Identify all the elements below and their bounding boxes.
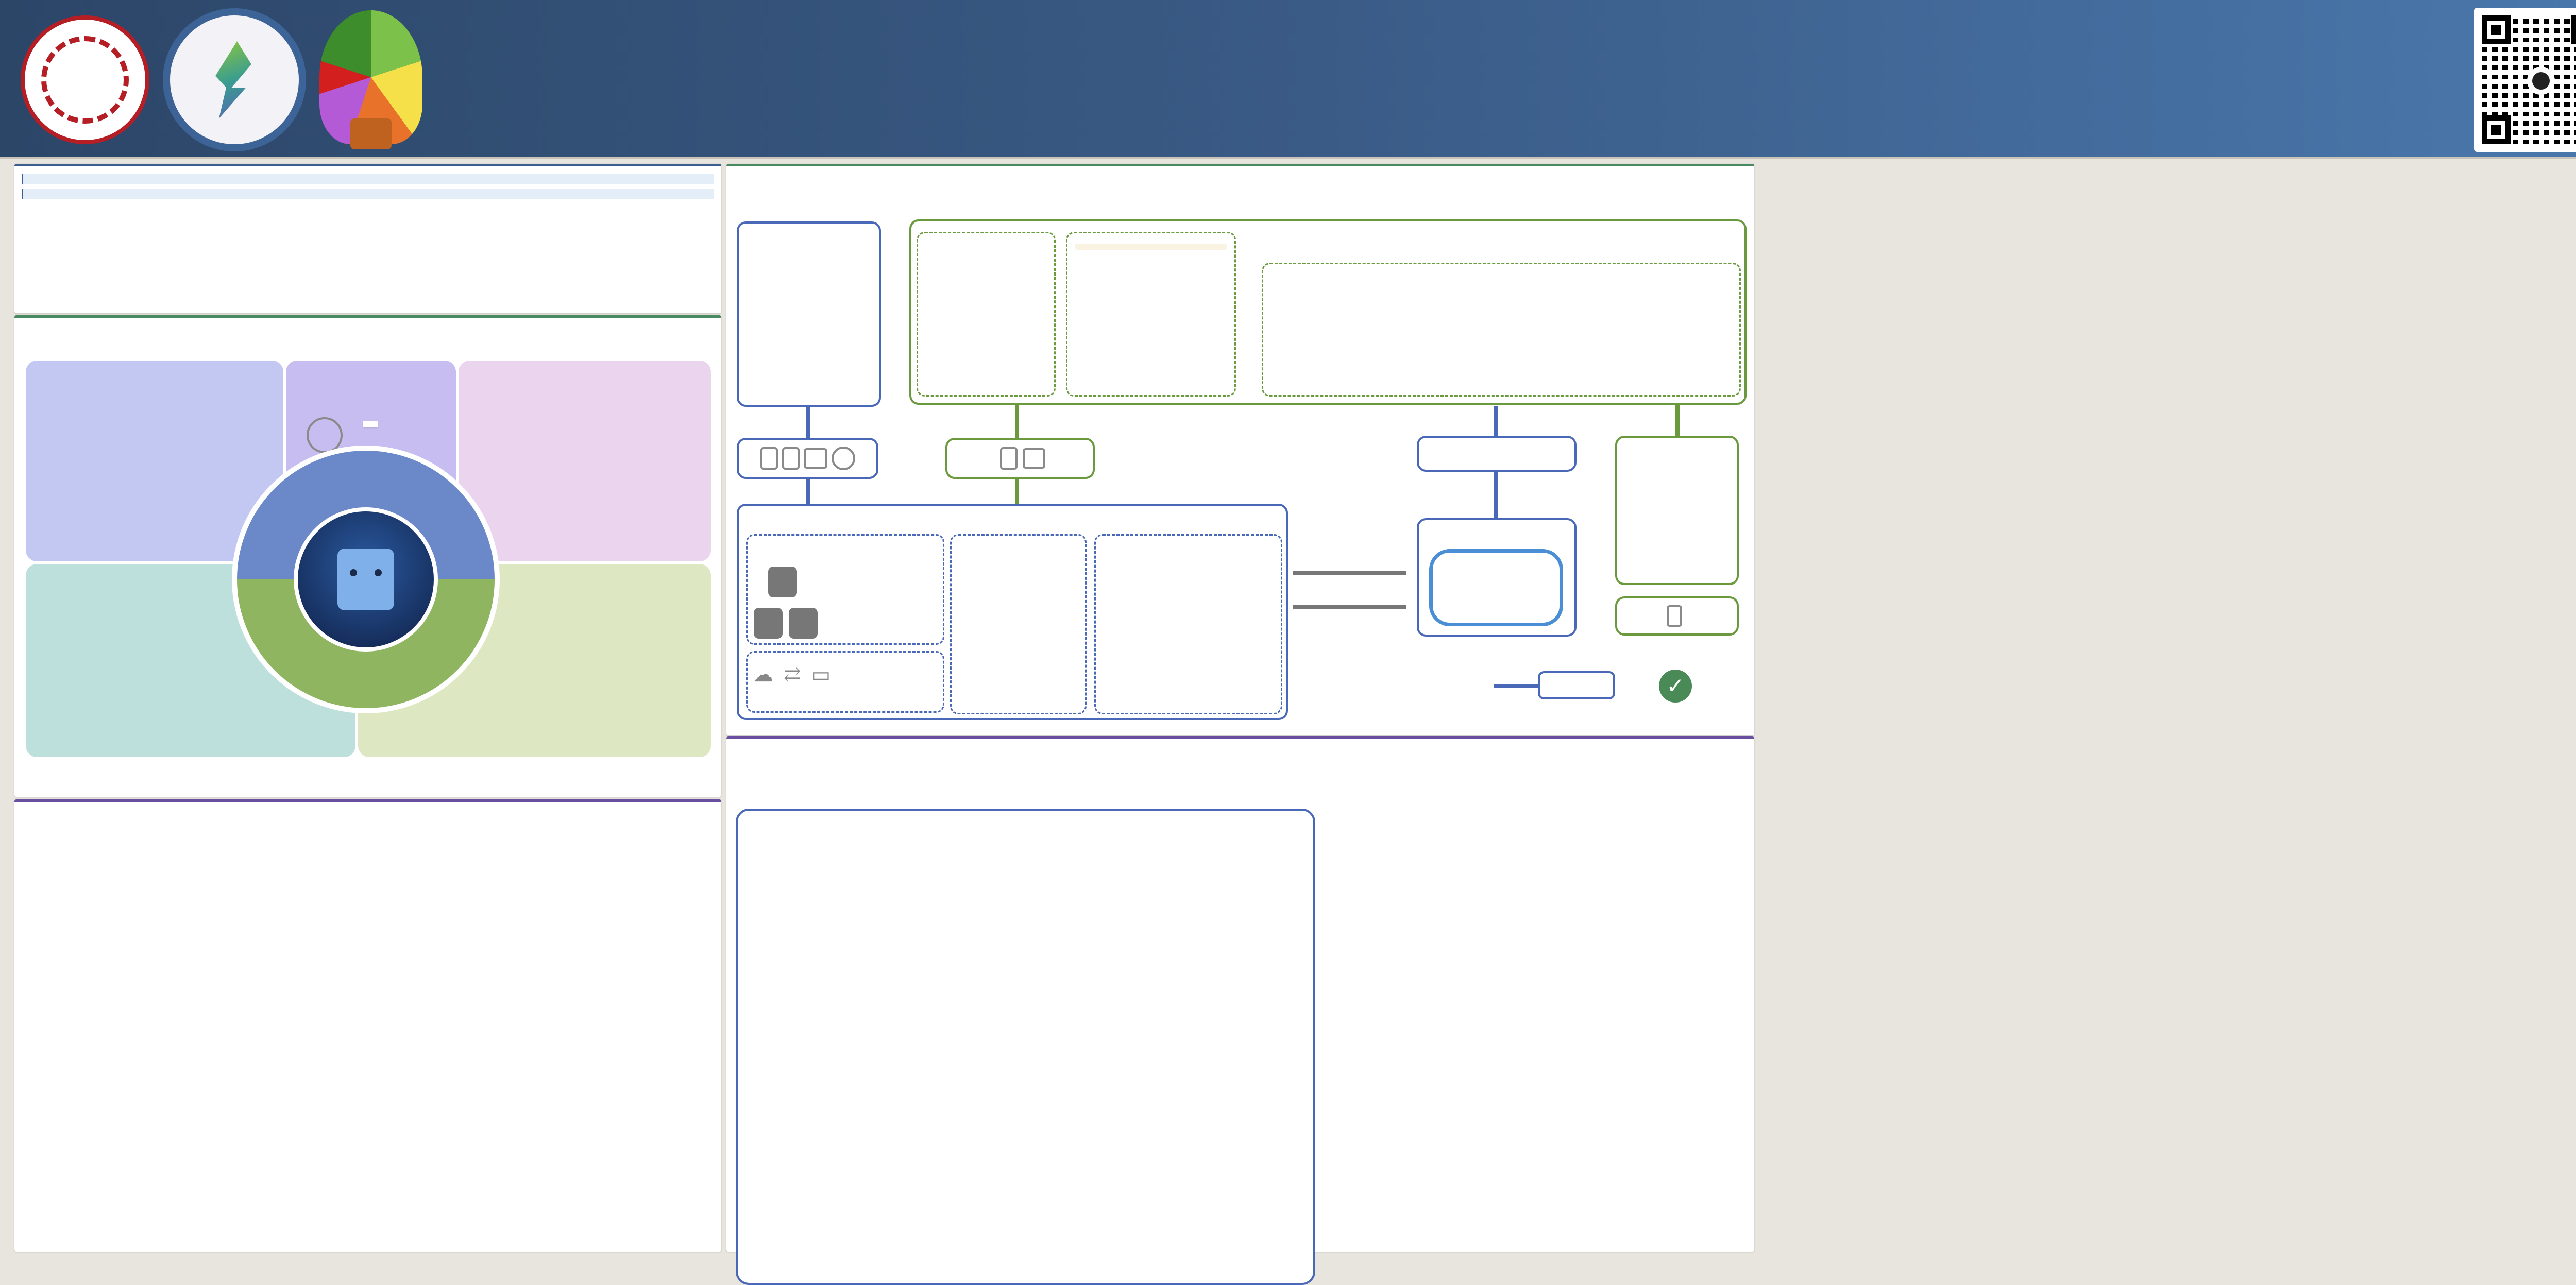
observation-arrow bbox=[1293, 571, 1406, 575]
ao-box bbox=[1094, 534, 1282, 714]
researchgym-box: ☁⇄▭ bbox=[737, 504, 1288, 720]
dataset-box bbox=[26, 361, 283, 561]
qr-pattern bbox=[2482, 15, 2576, 144]
action-arrow bbox=[1293, 605, 1406, 609]
connector bbox=[1494, 406, 1498, 436]
snapshot-icons-box bbox=[737, 438, 878, 479]
gair-label bbox=[350, 118, 392, 149]
center-ring bbox=[232, 446, 500, 713]
mcc-box bbox=[746, 534, 944, 645]
connector bbox=[1015, 479, 1019, 510]
folder-icon bbox=[1023, 448, 1045, 469]
fs-box bbox=[950, 534, 1087, 714]
connector bbox=[1494, 684, 1571, 688]
researchgym-diagram: ☁⇄▭ ✓ bbox=[726, 164, 1754, 735]
finish-button[interactable] bbox=[1538, 671, 1615, 699]
hint-file-box bbox=[1615, 596, 1739, 636]
snapshots-box bbox=[737, 221, 881, 407]
workspace-tree bbox=[1075, 244, 1227, 250]
reasoning-loop bbox=[1429, 549, 1563, 626]
connector bbox=[806, 479, 810, 505]
scaling-panel bbox=[14, 799, 721, 1252]
clock-icon bbox=[831, 447, 855, 470]
dataset-box bbox=[909, 219, 1747, 405]
file-icon bbox=[760, 447, 778, 470]
motivation-p2 bbox=[22, 189, 714, 199]
sjtu-logo bbox=[21, 15, 149, 144]
robot-illustration bbox=[294, 507, 438, 652]
scaling-chart-svg bbox=[21, 855, 711, 1241]
github-icon bbox=[2527, 67, 2555, 95]
file-icon bbox=[1000, 447, 1018, 470]
poster-header bbox=[0, 0, 2576, 159]
qr-finder bbox=[2571, 15, 2576, 44]
initialize-box bbox=[945, 438, 1095, 479]
internet-box: ☁⇄▭ bbox=[746, 651, 944, 713]
robot-icon bbox=[337, 549, 394, 610]
domains-box bbox=[459, 361, 711, 561]
gpu-machines-icon bbox=[754, 608, 783, 639]
ai-agent-box bbox=[1417, 518, 1577, 637]
qr-finder bbox=[2482, 115, 2511, 144]
sii-logo bbox=[170, 15, 299, 144]
eval-results-box bbox=[1615, 436, 1739, 585]
affiliations bbox=[567, 117, 2164, 134]
sii-bolt-icon bbox=[215, 41, 251, 118]
task-structure-diagram bbox=[726, 736, 1754, 1285]
connector bbox=[1015, 405, 1019, 438]
motivation-p1 bbox=[22, 174, 714, 184]
files-icon bbox=[782, 447, 800, 470]
horizon-value bbox=[363, 421, 378, 427]
eval-hint-box bbox=[1417, 436, 1577, 472]
gair-logo bbox=[319, 10, 422, 149]
qr-finder bbox=[2482, 15, 2511, 44]
internet-icons: ☁⇄▭ bbox=[753, 663, 841, 687]
motivation-panel bbox=[14, 164, 721, 313]
overview-figure bbox=[26, 361, 711, 757]
scaling-chart bbox=[21, 855, 711, 1241]
workspace-box bbox=[1066, 232, 1236, 397]
connector bbox=[806, 407, 810, 438]
hint-eval-box bbox=[1262, 263, 1741, 397]
connector bbox=[1494, 472, 1498, 518]
file-icon bbox=[1667, 605, 1682, 627]
qr-code[interactable] bbox=[2474, 8, 2576, 152]
task-desc-box bbox=[917, 232, 1056, 397]
clock-icon bbox=[307, 417, 343, 453]
folder-icon bbox=[803, 448, 827, 469]
cpu-machine-icon bbox=[768, 567, 797, 597]
horizon-title bbox=[286, 365, 456, 382]
check-icon: ✓ bbox=[1659, 670, 1692, 703]
connector bbox=[1675, 405, 1680, 436]
sjtu-year bbox=[41, 36, 129, 124]
